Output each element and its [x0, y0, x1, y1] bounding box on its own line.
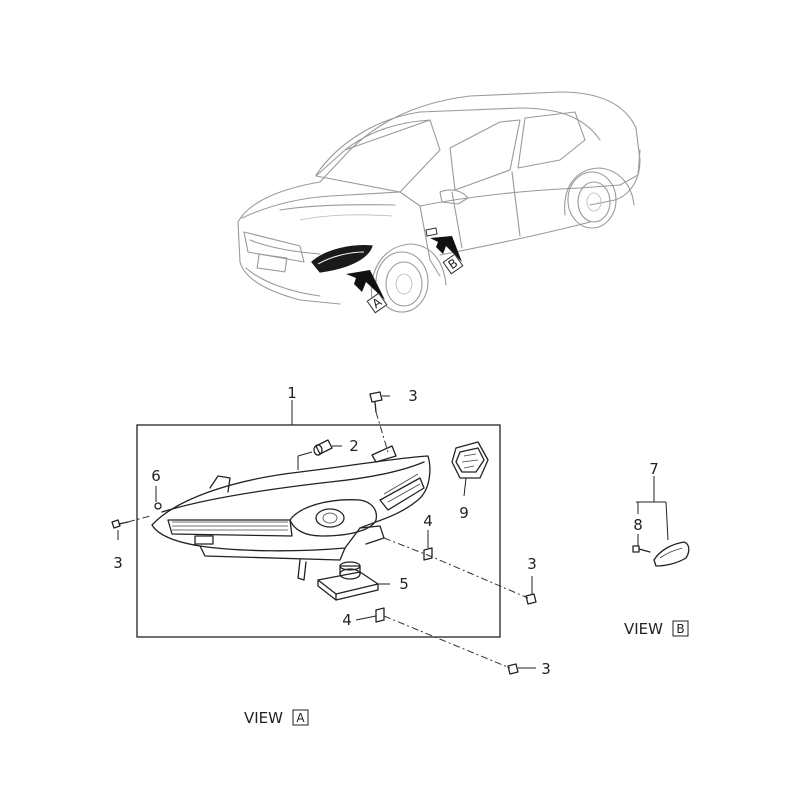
callout-8: 8 — [633, 516, 643, 534]
callout-3-left: 3 — [113, 554, 123, 572]
callout-6: 6 — [151, 467, 161, 485]
part-9-module — [451, 441, 489, 479]
fastener-4-lower — [375, 607, 385, 623]
view-a-label: VIEW — [244, 709, 283, 727]
part-7-side-marker — [653, 541, 690, 567]
view-b-label: VIEW — [624, 620, 663, 638]
view-a-arrow: A — [346, 270, 388, 314]
callout-3-right: 3 — [527, 555, 537, 573]
callout-3-top: 3 — [408, 387, 418, 405]
callout-1: 1 — [287, 384, 297, 402]
fastener-3-right — [525, 593, 537, 605]
callout-5: 5 — [399, 575, 409, 593]
fastener-4-upper — [423, 547, 433, 561]
fastener-3-left — [111, 519, 129, 529]
callout-4-lower: 4 — [342, 611, 352, 629]
part-6-clip — [154, 502, 162, 510]
callout-4-upper: 4 — [423, 512, 433, 530]
car-illustration — [237, 91, 641, 313]
view-b-arrow: B — [430, 236, 464, 275]
part-2-bulb — [313, 439, 333, 456]
callout-7: 7 — [649, 460, 659, 478]
part-5-ballast — [317, 561, 379, 601]
view-a-letter: A — [296, 711, 305, 725]
headlamp-assembly — [151, 445, 431, 581]
callout-3-bottom: 3 — [541, 660, 551, 678]
headlamp-assembly-frame — [136, 424, 501, 638]
callout-2: 2 — [349, 437, 359, 455]
fastener-3-top — [369, 391, 383, 413]
callout-9: 9 — [459, 504, 469, 522]
fastener-3-bottom — [507, 663, 519, 675]
view-b-letter: B — [676, 622, 684, 636]
part-8-clip — [632, 545, 651, 553]
